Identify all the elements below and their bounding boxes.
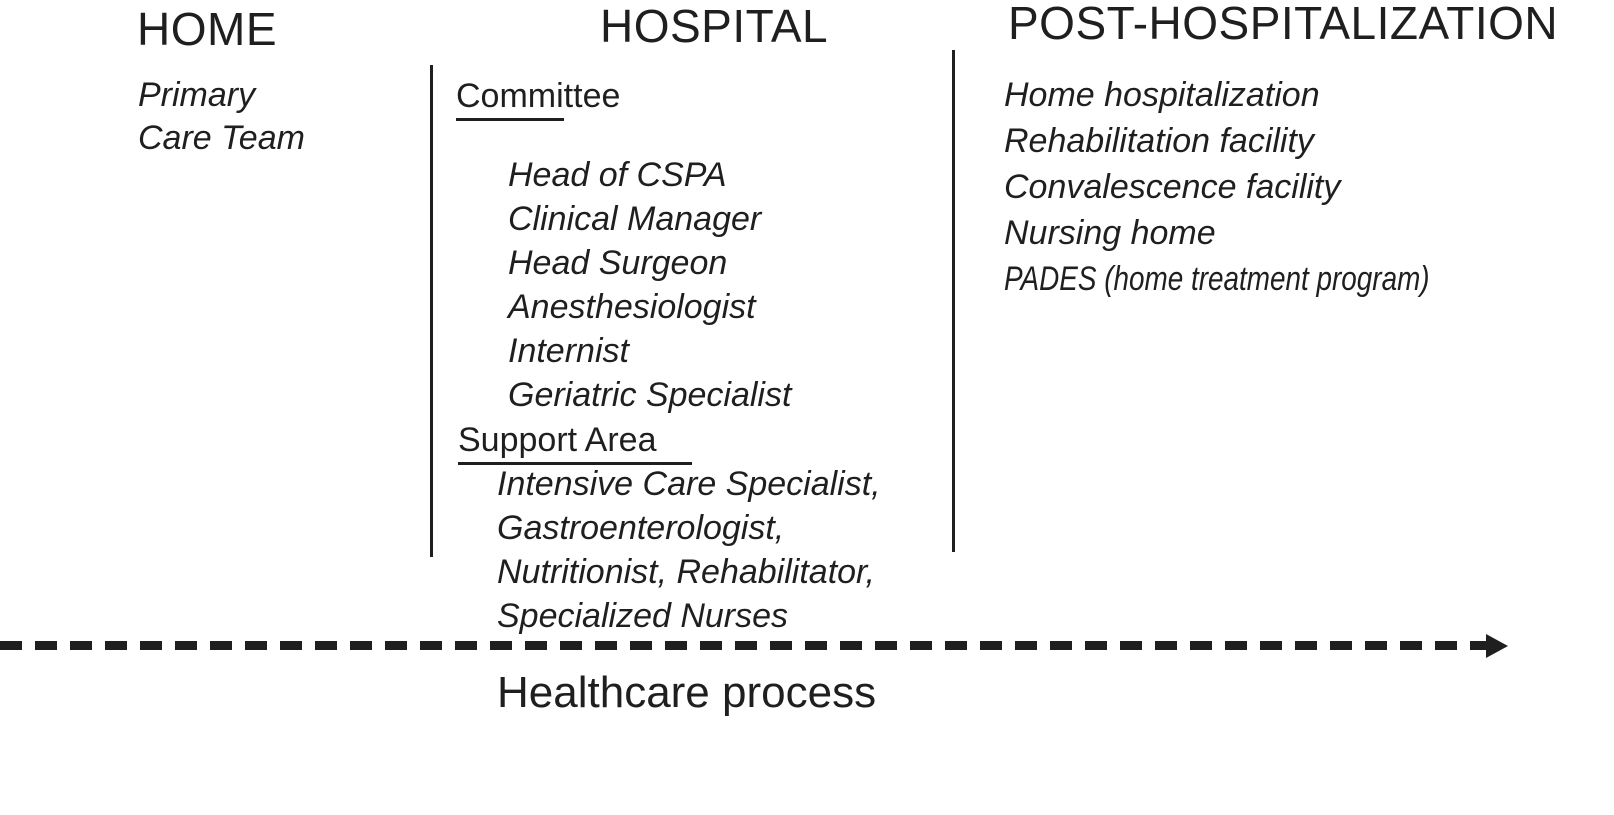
home-items-list: Primary Care Team (138, 74, 305, 160)
list-item: Head of CSPA (508, 156, 727, 194)
support-area-heading-text: Support Area (458, 421, 693, 465)
list-item: Intensive Care Specialist, (497, 465, 881, 503)
phase-title-hospital: HOSPITAL (600, 0, 829, 52)
support-area-heading: Support Area (458, 419, 693, 465)
phase-divider-hospital-post (952, 50, 955, 552)
phase-divider-home-hospital (430, 65, 433, 557)
list-item: Convalescence facility (1004, 168, 1341, 206)
timeline-dashed-arrow (0, 641, 1486, 650)
list-item: Home hospitalization (1004, 76, 1320, 114)
support-area-members-list: Intensive Care Specialist, Gastroenterol… (497, 462, 881, 638)
axis-label: Healthcare process (497, 668, 877, 717)
list-item: Rehabilitation facility (1004, 122, 1314, 160)
list-item: Anesthesiologist (508, 288, 756, 326)
timeline-arrowhead-icon (1486, 634, 1508, 658)
list-item: Head Surgeon (508, 244, 728, 282)
committee-members-list: Head of CSPA Clinical Manager Head Surge… (508, 153, 791, 417)
phase-title-home: HOME (137, 3, 277, 55)
list-item: Specialized Nurses (497, 597, 789, 635)
list-item: Nursing home (1004, 214, 1216, 252)
list-item: Gastroenterologist, (497, 509, 785, 547)
list-item: PADES (home treatment program) (1004, 256, 1523, 302)
committee-heading: Committee (456, 75, 621, 121)
list-item: Internist (508, 332, 629, 370)
list-item: Care Team (138, 119, 305, 157)
list-item-condensed-text: PADES (home treatment program) (1004, 260, 1430, 298)
phase-title-post-hospitalization: POST-HOSPITALIZATION (1008, 0, 1559, 49)
post-hospitalization-items-list: Home hospitalization Rehabilitation faci… (1004, 72, 1523, 302)
list-item: Nutritionist, Rehabilitator, (497, 553, 875, 591)
committee-heading-underlined-part: Commi (456, 77, 564, 121)
list-item: Clinical Manager (508, 200, 762, 238)
committee-heading-rest: ttee (563, 77, 621, 115)
list-item: Primary (138, 76, 256, 114)
list-item: Geriatric Specialist (508, 376, 792, 414)
